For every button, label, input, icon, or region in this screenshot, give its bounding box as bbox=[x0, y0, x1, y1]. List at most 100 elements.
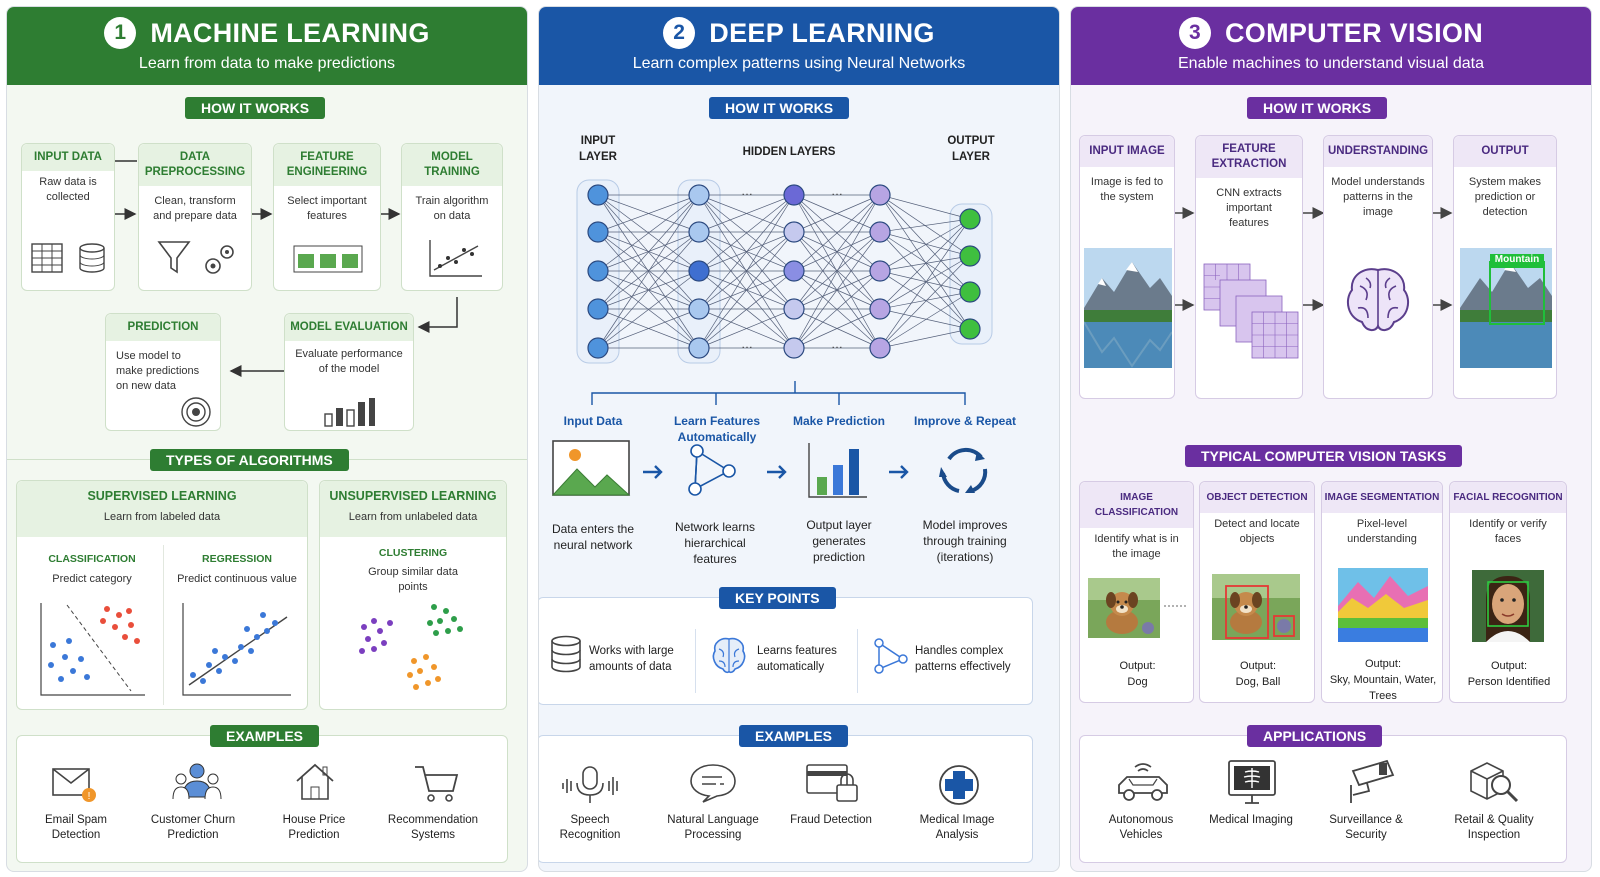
output-neuron bbox=[959, 281, 981, 303]
connection-line bbox=[793, 194, 881, 349]
input-neuron bbox=[587, 298, 609, 320]
connection-line bbox=[793, 308, 881, 349]
feature-columns-icon bbox=[293, 245, 363, 273]
shopping-cart-icon bbox=[415, 766, 459, 802]
face-photo bbox=[1472, 570, 1544, 642]
hidden2-neuron bbox=[783, 184, 805, 206]
connection-line bbox=[879, 231, 971, 257]
ellipsis-dots: … bbox=[741, 337, 753, 351]
ml-title: MACHINE LEARNING bbox=[150, 17, 430, 48]
app-surveillance-security: Surveillance & Security bbox=[1329, 814, 1403, 841]
database-icon bbox=[551, 635, 581, 673]
classification-title: CLASSIFICATION bbox=[48, 553, 136, 565]
ml-number: 1 bbox=[104, 17, 137, 49]
connection-line bbox=[793, 270, 881, 349]
input-neuron bbox=[587, 260, 609, 282]
xray-monitor-icon bbox=[1228, 760, 1276, 804]
flow-input-data-title: Input Data bbox=[563, 414, 623, 428]
connection-line bbox=[879, 270, 971, 293]
connection-line bbox=[879, 218, 971, 233]
task-image-segmentation: IMAGE SEGMENTATION Pixel-level understan… bbox=[1321, 481, 1443, 703]
step-title: PREDICTION bbox=[106, 314, 220, 341]
funnel-gear-icon bbox=[157, 241, 234, 274]
connection-line bbox=[879, 308, 971, 330]
step-desc: Raw data is collected bbox=[39, 176, 97, 203]
step-desc: Clean, transform and prepare data bbox=[153, 195, 237, 222]
customers-icon bbox=[172, 763, 222, 800]
connection-line bbox=[879, 291, 971, 349]
regression-desc: Predict continuous value bbox=[177, 573, 297, 585]
step-desc: Image is fed to the system bbox=[1090, 176, 1164, 203]
ml-step-data-preprocessing: DATA PREPROCESSING Clean, transform and … bbox=[138, 143, 252, 291]
connection-line bbox=[793, 231, 881, 310]
output-bar-chart-icon bbox=[808, 443, 867, 498]
connection-line bbox=[879, 194, 971, 220]
dl-examples-label: EXAMPLES bbox=[739, 725, 849, 747]
classification-desc: Predict category bbox=[52, 573, 132, 585]
connection-line bbox=[597, 231, 700, 349]
connection-line bbox=[879, 291, 971, 310]
task-image-classification: IMAGE CLASSIFICATION Identify what is in… bbox=[1079, 481, 1194, 703]
mountain-lake-image bbox=[1084, 248, 1172, 368]
connection-line bbox=[793, 194, 881, 310]
target-icon bbox=[181, 397, 211, 427]
step-desc: CNN extracts important features bbox=[1216, 187, 1282, 229]
cv-flow-arrows bbox=[1175, 207, 1453, 311]
step-desc: Evaluate performance of the model bbox=[295, 348, 403, 375]
hidden3-neuron bbox=[869, 337, 891, 359]
credit-card-lock-icon bbox=[806, 764, 858, 802]
task-output-value: Person Identified bbox=[1467, 676, 1551, 688]
unsupervised-learning-card: UNSUPERVISED LEARNING Learn from unlabel… bbox=[319, 480, 507, 710]
brain-icon bbox=[712, 637, 746, 674]
email-icon: ! bbox=[52, 768, 96, 802]
network-graph-icon bbox=[688, 444, 736, 496]
step-desc: Select important features bbox=[287, 195, 367, 222]
cv-step-output: OUTPUT System makes prediction or detect… bbox=[1453, 135, 1557, 399]
dl-subtitle: Learn complex patterns using Neural Netw… bbox=[632, 55, 966, 72]
ellipsis-dots: … bbox=[831, 184, 843, 198]
connection-line bbox=[793, 194, 881, 272]
example-customer-churn: Customer Churn Prediction bbox=[150, 814, 236, 841]
step-title: DATA PREPROCESSING bbox=[139, 144, 251, 186]
connection-line bbox=[597, 270, 700, 349]
input-layer-label: INPUT LAYER bbox=[579, 135, 617, 163]
medical-cross-icon bbox=[939, 765, 979, 805]
task-facial-recognition: FACIAL RECOGNITION Identify or verify fa… bbox=[1449, 481, 1567, 703]
ml-step-prediction: PREDICTION Use model to make predictions… bbox=[105, 313, 221, 431]
dog-photo bbox=[1088, 578, 1186, 638]
input-neuron bbox=[587, 184, 609, 206]
scatter-plot-icon bbox=[429, 240, 482, 277]
dl-how-it-works-label: HOW IT WORKS bbox=[709, 97, 850, 119]
output-neuron bbox=[959, 318, 981, 340]
cv-applications-label: APPLICATIONS bbox=[1247, 725, 1383, 747]
clustering-title: CLUSTERING bbox=[378, 547, 448, 559]
detected-mountain-image bbox=[1460, 248, 1552, 368]
input-neuron bbox=[587, 337, 609, 359]
cv-title: COMPUTER VISION bbox=[1224, 17, 1484, 48]
step-title: OUTPUT bbox=[1454, 136, 1556, 167]
ml-how-it-works-label: HOW IT WORKS bbox=[185, 97, 326, 119]
example-medical-image-analysis: Medical Image Analysis bbox=[919, 814, 995, 841]
divider bbox=[163, 545, 164, 705]
layer-container bbox=[949, 203, 993, 345]
ml-step-model-evaluation: MODEL EVALUATION Evaluate performance of… bbox=[284, 313, 414, 431]
hidden2-neuron bbox=[783, 337, 805, 359]
app-autonomous-vehicles: Autonomous Vehicles bbox=[1108, 814, 1174, 841]
graph-nodes-icon bbox=[874, 638, 908, 674]
output-layer-label: OUTPUT LAYER bbox=[947, 135, 995, 163]
connection-line bbox=[879, 231, 971, 293]
task-desc: Detect and locate objects bbox=[1214, 518, 1300, 545]
step-desc: Train algorithm on data bbox=[415, 195, 489, 222]
unsupervised-desc: Learn from unlabeled data bbox=[348, 511, 478, 523]
connection-line bbox=[879, 328, 971, 349]
connection-line bbox=[879, 255, 971, 310]
step-title: FEATURE EXTRACTION bbox=[1196, 136, 1302, 178]
clustering-plot-icon bbox=[359, 604, 463, 690]
flow-learn-features-desc: Network learns hierarchical features bbox=[674, 520, 756, 566]
task-output-value: Dog bbox=[1127, 676, 1148, 688]
car-icon bbox=[1118, 763, 1168, 801]
flow-improve-desc: Model improves through training (iterati… bbox=[922, 518, 1008, 564]
unsupervised-title: UNSUPERVISED LEARNING bbox=[329, 489, 497, 503]
